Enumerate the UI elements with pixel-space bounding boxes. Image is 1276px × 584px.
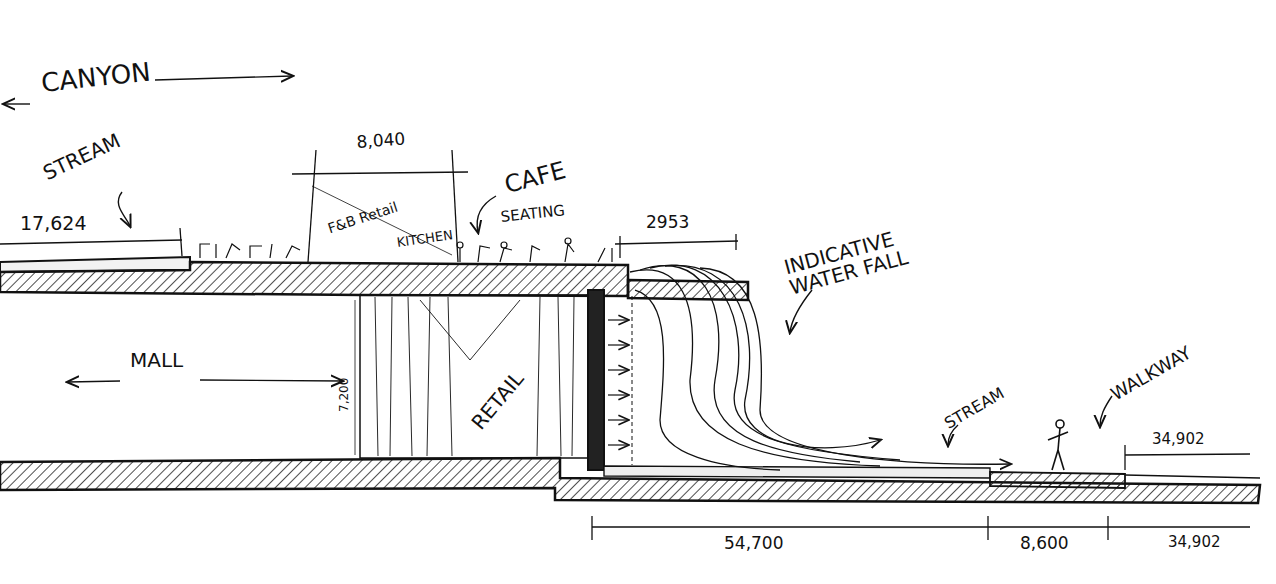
dimension: 34,902	[1168, 535, 1221, 551]
waterfall-label: INDICATIVE WATER FALL	[782, 211, 967, 298]
walkway-label: WALKWAY	[1108, 343, 1195, 404]
region-label: CANYON	[40, 59, 152, 98]
dimension: 8,600	[1020, 535, 1069, 553]
cafe-label: CAFE	[502, 158, 569, 198]
dimension: 17,624	[20, 214, 86, 234]
space-label: F&B Retail	[326, 200, 400, 236]
dimension: 54,700	[724, 535, 783, 553]
dimension: 8,040	[356, 131, 406, 152]
retail-label: RETAIL	[468, 368, 528, 434]
dimension: 34,902	[1152, 432, 1205, 448]
stream-label: STREAM	[942, 385, 1007, 432]
dimension: 7,200	[338, 378, 351, 412]
dimension: 2953	[646, 214, 689, 232]
mall-label: MALL	[130, 350, 183, 371]
stream-label: STREAM	[40, 130, 124, 184]
seating-label: SEATING	[500, 203, 566, 225]
